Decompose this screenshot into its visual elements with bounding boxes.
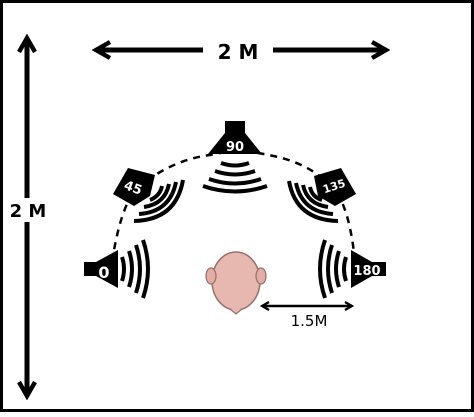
speaker-0-label: 0 — [98, 263, 109, 282]
speaker-180-icon — [318, 239, 386, 299]
speaker-135-icon — [287, 168, 356, 223]
left-dimension-label: 2 M — [10, 201, 47, 222]
left-label-bg — [5, 198, 51, 222]
speaker-45-icon — [113, 168, 185, 223]
speaker-90-icon — [202, 121, 268, 194]
listener-head-icon — [205, 251, 267, 315]
speaker-90-label: 90 — [226, 140, 244, 155]
speaker-45-label: 45 — [122, 178, 144, 198]
speaker-180-label: 180 — [353, 264, 380, 279]
listener-distance-label: 1.5M — [291, 312, 328, 330]
top-dimension-label: 2 M — [218, 40, 259, 64]
top-label-bg — [203, 36, 273, 64]
speaker-0-icon — [84, 239, 150, 299]
